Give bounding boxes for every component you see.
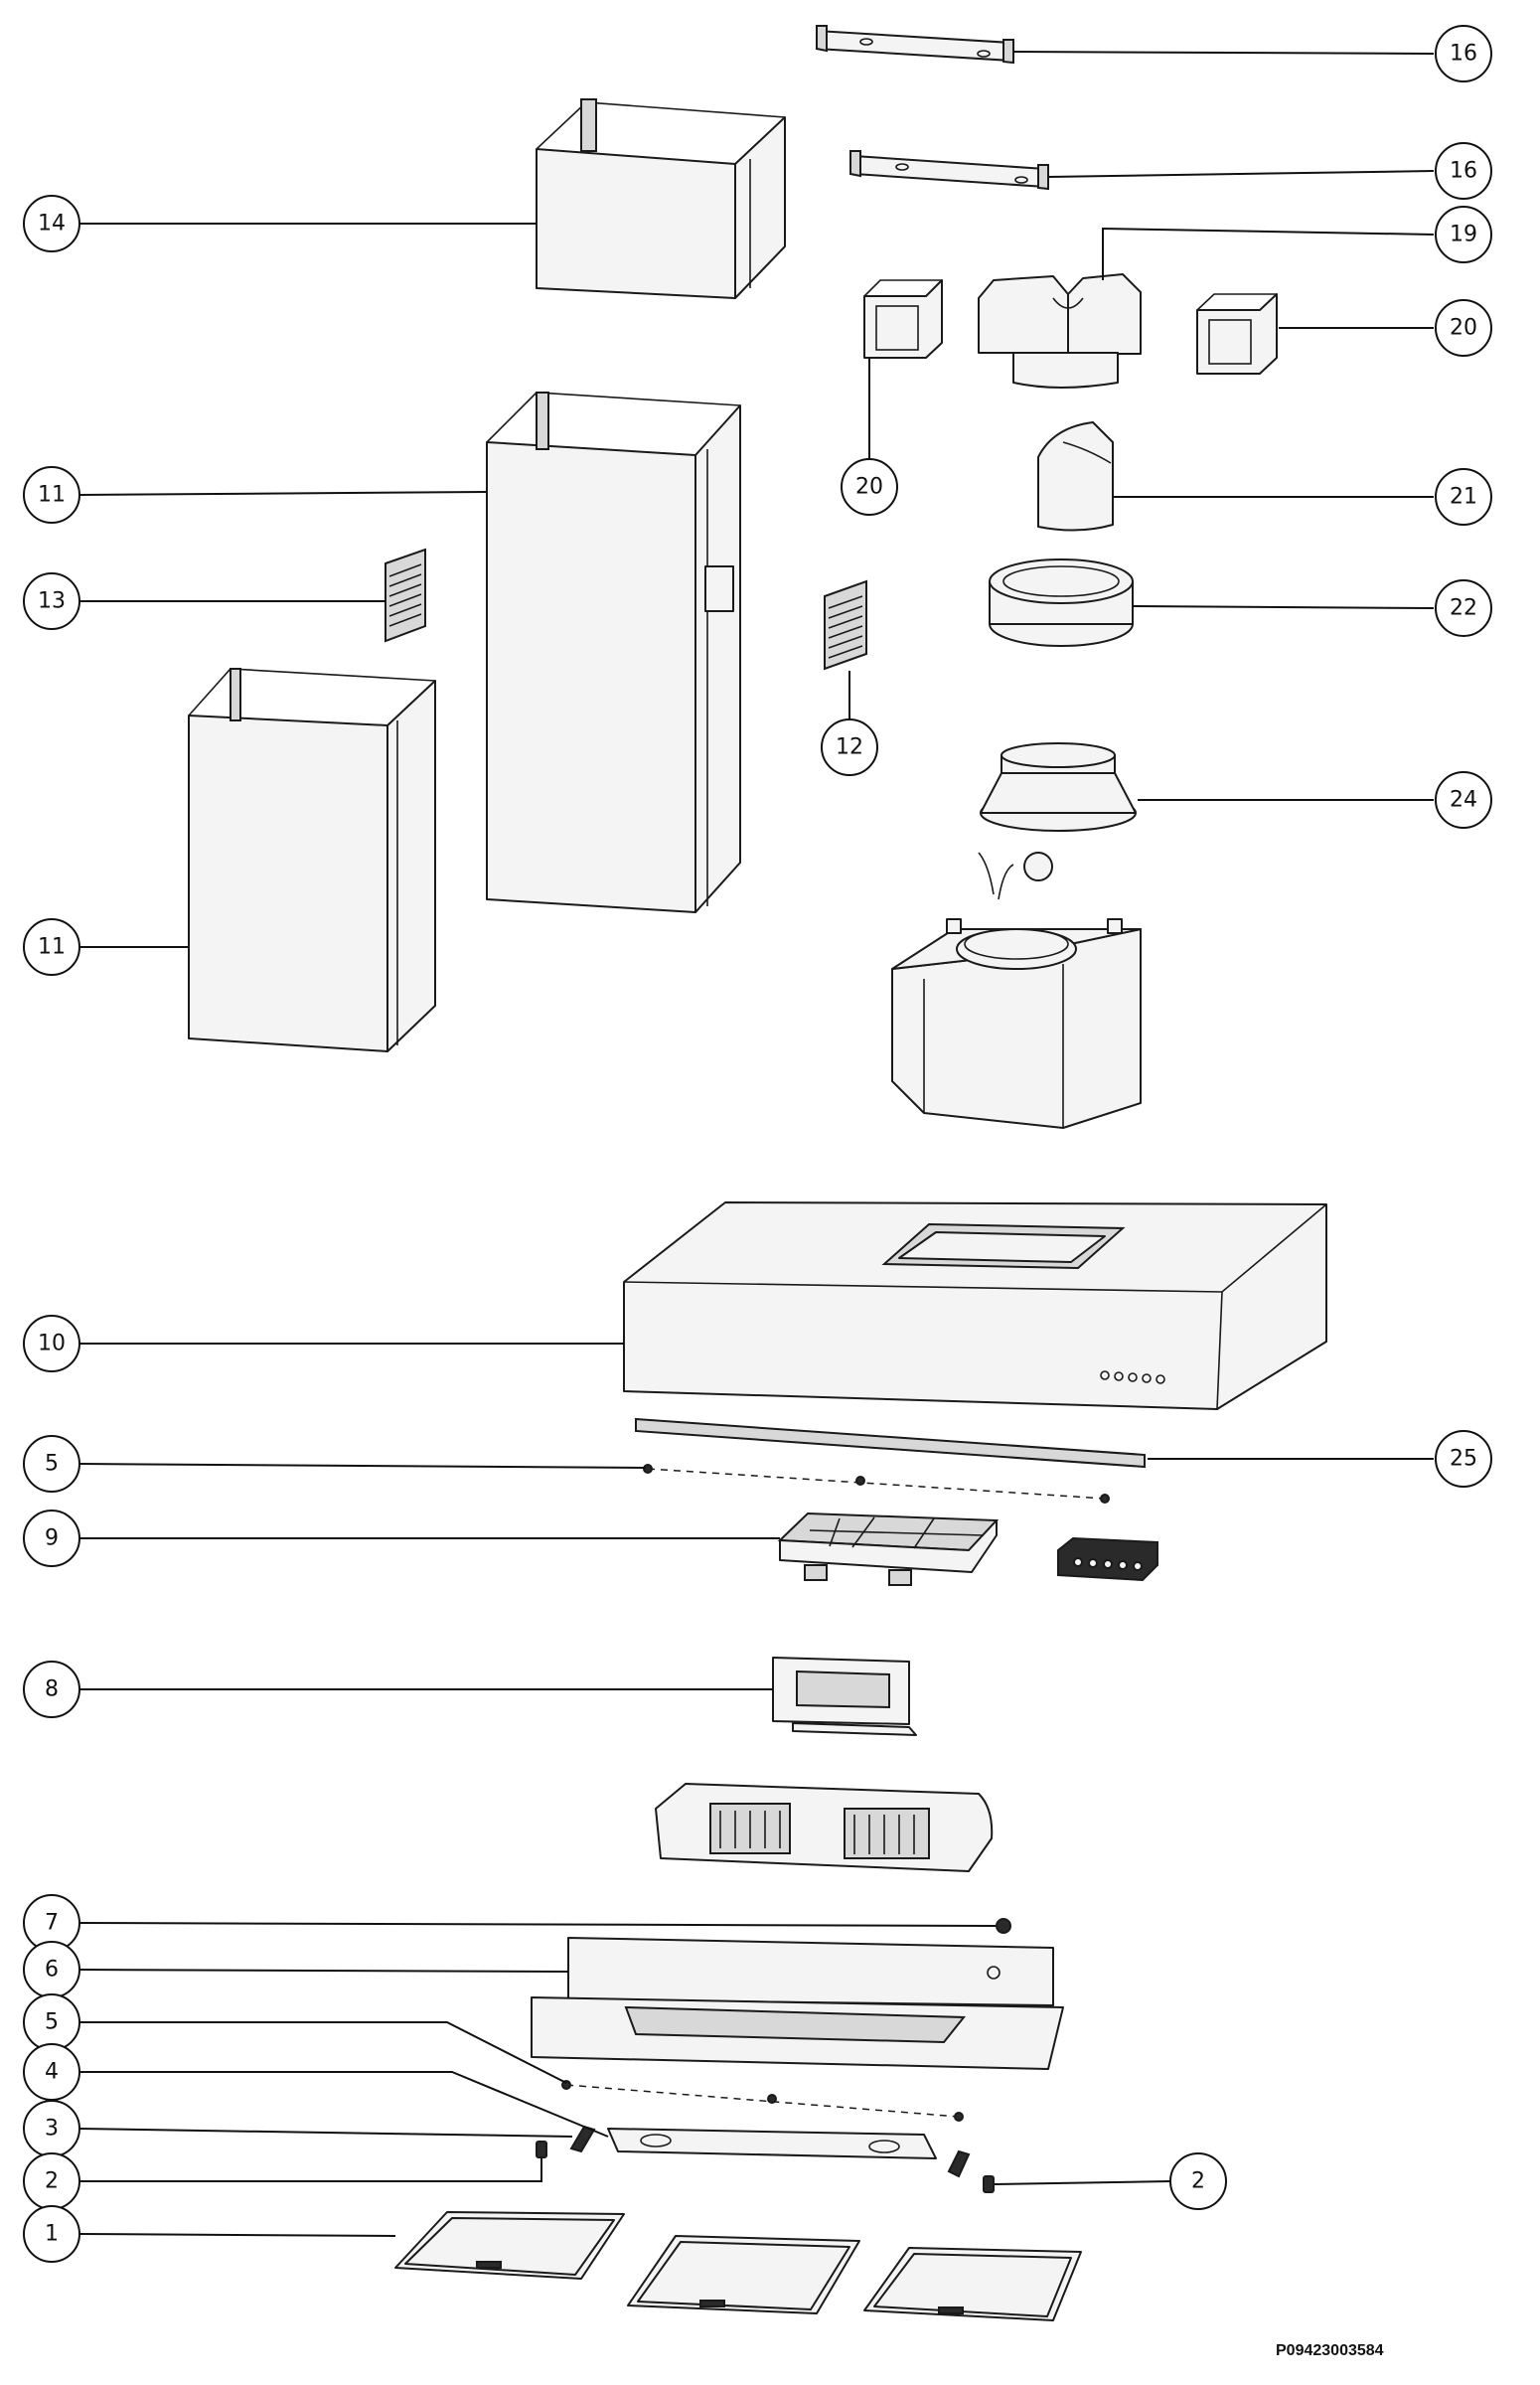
callout-20-right: 20: [1435, 299, 1492, 357]
callout-label: 5: [45, 2010, 59, 2035]
panel-part-6: [531, 1937, 1064, 2070]
callout-label: 2: [45, 2169, 59, 2194]
light-housing: [655, 1783, 994, 1872]
callout-label: 12: [836, 735, 863, 760]
callout-label: 14: [38, 212, 66, 237]
chimney-part-11-lower: [188, 668, 436, 1052]
callout-12: 12: [821, 718, 878, 776]
clip-part-3: [569, 2125, 971, 2178]
callout-9: 9: [23, 1510, 80, 1567]
bracket-part-16-lower: [849, 150, 1049, 191]
callout-21: 21: [1435, 468, 1492, 526]
reducer-part-24: [980, 742, 1137, 832]
leader-lines: [78, 51, 1435, 2237]
callout-14: 14: [23, 195, 80, 252]
callout-22: 22: [1435, 579, 1492, 637]
callout-10: 10: [23, 1315, 80, 1372]
callout-2-left: 2: [23, 2152, 80, 2210]
callout-4: 4: [23, 2043, 80, 2101]
callout-label: 25: [1450, 1447, 1477, 1472]
callout-label: 4: [45, 2060, 59, 2085]
callout-label: 24: [1450, 788, 1477, 813]
duct-adapter-part-20-right: [1196, 293, 1278, 375]
y-duct-adapter-part-19: [978, 273, 1142, 389]
callout-24: 24: [1435, 771, 1492, 829]
callout-16-lower: 16: [1435, 142, 1492, 200]
callout-label: 2: [1191, 2169, 1205, 2194]
callout-label: 11: [38, 935, 66, 960]
bracket-part-16-top: [816, 25, 1014, 65]
callout-label: 21: [1450, 485, 1477, 510]
callout-label: 11: [38, 483, 66, 508]
callout-5-lower: 5: [23, 1993, 80, 2051]
callout-8: 8: [23, 1661, 80, 1718]
callout-label: 9: [45, 1526, 59, 1551]
diffuser-part-4: [607, 2128, 937, 2159]
callout-label: 22: [1450, 596, 1477, 621]
hood-canopy-part-10: [623, 1201, 1327, 1410]
callout-1: 1: [23, 2205, 80, 2263]
callout-5-upper: 5: [23, 1435, 80, 1493]
callout-label: 1: [45, 2222, 59, 2247]
grille-part-12: [824, 579, 867, 671]
callout-3: 3: [23, 2100, 80, 2157]
callout-2-right: 2: [1169, 2152, 1227, 2210]
callout-25: 25: [1435, 1430, 1492, 1488]
callout-13: 13: [23, 572, 80, 630]
callout-label: 20: [1450, 316, 1477, 341]
callout-label: 16: [1450, 159, 1477, 184]
duct-adapter-part-20-left: [863, 279, 943, 359]
grille-part-13: [385, 548, 426, 643]
trim-strip-part-25: [635, 1417, 1146, 1469]
callout-label: 6: [45, 1958, 59, 1983]
callout-6: 6: [23, 1941, 80, 1998]
callout-11-main: 11: [23, 466, 80, 524]
frame-bracket-part-8: [772, 1657, 917, 1736]
drawing-reference-code: P09423003584: [1276, 2342, 1384, 2359]
callout-label: 5: [45, 1452, 59, 1477]
callout-20-left: 20: [841, 458, 898, 516]
grease-filters-part-1: [394, 2211, 1082, 2321]
motor-housing: [891, 852, 1142, 1129]
knob-part-7: [996, 1918, 1011, 1934]
screws-part-5-lower: [561, 2080, 964, 2122]
callout-label: 20: [855, 475, 883, 500]
chimney-part-11-main: [486, 392, 741, 913]
callout-label: 19: [1450, 223, 1477, 247]
callout-19: 19: [1435, 206, 1492, 263]
callout-label: 8: [45, 1677, 59, 1702]
callout-label: 13: [38, 589, 66, 614]
carbon-filter-part-9: [777, 1511, 1000, 1586]
upper-chimney-part-14: [536, 98, 786, 299]
callout-label: 10: [38, 1332, 66, 1356]
callout-label: 3: [45, 2117, 59, 2142]
control-board: [1057, 1536, 1158, 1582]
callout-11-lower: 11: [23, 918, 80, 976]
callout-16-top: 16: [1435, 25, 1492, 82]
collar-part-22: [989, 558, 1134, 647]
screws-part-5-upper: [643, 1464, 1110, 1504]
callout-label: 16: [1450, 42, 1477, 67]
callout-label: 7: [45, 1911, 59, 1936]
lamp-part-2: [536, 2141, 995, 2193]
elbow-part-21: [1037, 421, 1114, 532]
